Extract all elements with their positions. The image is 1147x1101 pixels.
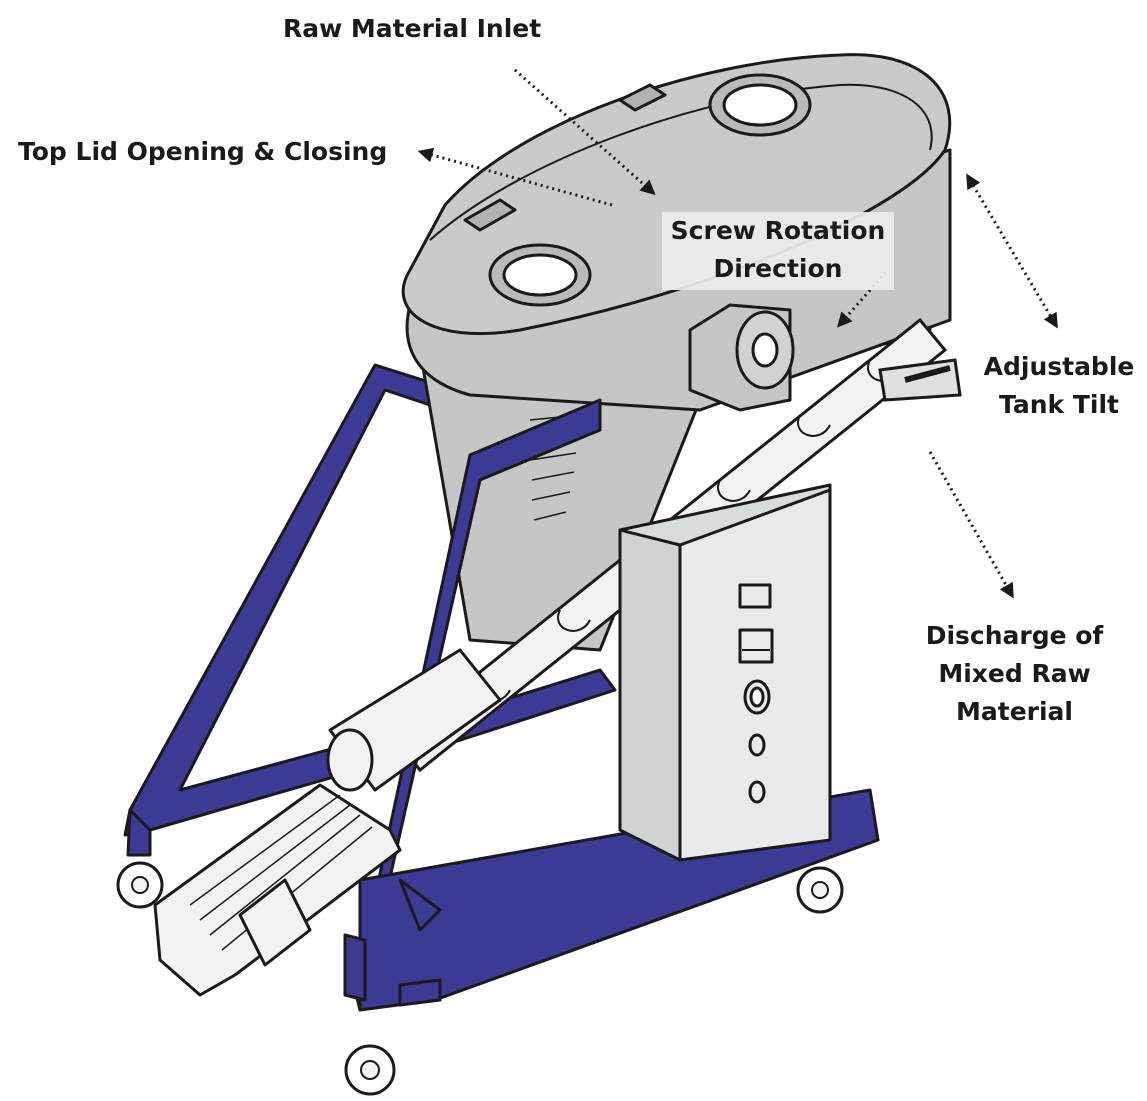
indicator-arrows [417,68,1058,599]
caster-wheels [116,861,844,1096]
label-adjustable-line1: Adjustable [983,352,1135,381]
lid-arrow [417,147,613,207]
label-screw-rotation-line2: Direction [713,254,843,283]
label-discharge: Discharge of Mixed Raw Material [912,617,1117,731]
label-raw-material-inlet: Raw Material Inlet [283,14,542,43]
label-discharge-line3: Material [956,697,1073,726]
label-screw-rotation-line1: Screw Rotation [670,216,886,245]
label-discharge-line2: Mixed Raw [938,659,1091,688]
label-adjustable-tilt: Adjustable Tank Tilt [975,348,1143,424]
discharge-arrow [928,451,1014,599]
label-discharge-line1: Discharge of [925,621,1104,650]
screw-arrow [837,271,888,328]
label-screw-rotation: Screw Rotation Direction [662,212,894,288]
control-cabinet [618,483,832,862]
tilt-arrow [966,173,1058,329]
label-adjustable-line2: Tank Tilt [999,390,1119,419]
label-top-lid: Top Lid Opening & Closing [18,137,388,166]
screw-label-box [662,212,894,290]
inlet-arrow [514,68,656,195]
drive-motor [153,648,502,997]
